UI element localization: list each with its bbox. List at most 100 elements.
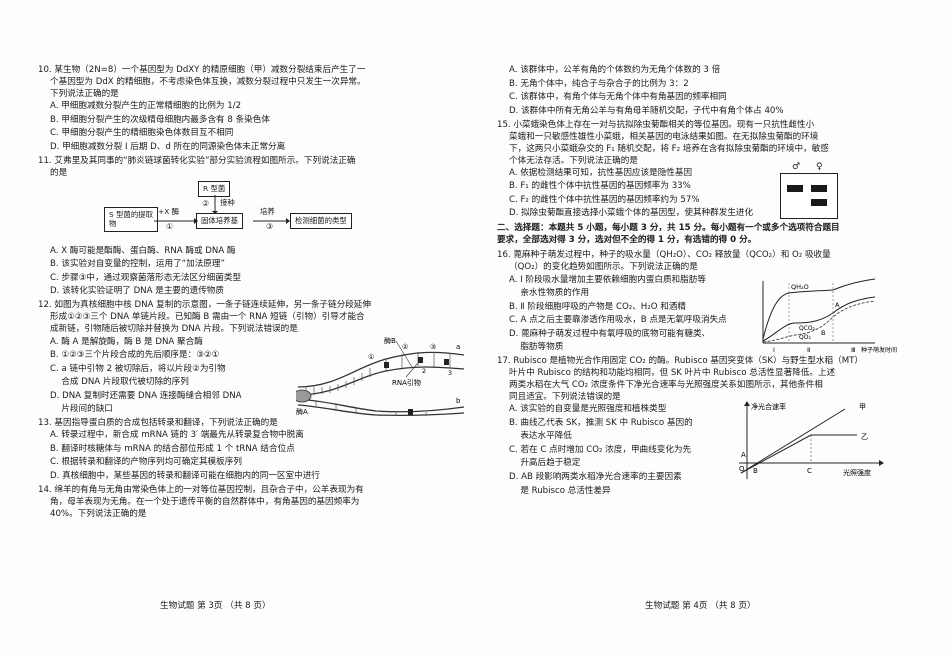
q14-line: 14. 绵羊的有角与无角由常染色体上的一对等位基因控制，且杂合子中，公羊表现为有 bbox=[38, 484, 364, 495]
q15-line: 个体无法存活。下列说法正确的是 bbox=[509, 155, 638, 166]
primer-3-label: 3 bbox=[448, 369, 452, 377]
point-b-label: B bbox=[753, 467, 758, 475]
question-17: 17. Rubisco 是植物光合作用固定 CO₂ 的酶。Rubisco 基因突… bbox=[497, 355, 917, 496]
enzyme-a-label: 酶A bbox=[296, 407, 308, 416]
section-2-line: 二、选择题：本题共 5 小题，每小题 3 分，共 15 分。每小题有一个或多个选… bbox=[497, 223, 840, 234]
strand-b-label: b bbox=[456, 397, 461, 405]
q17-option-d: D. AB 段影响两类水稻净光合速率的主要因素 bbox=[509, 471, 682, 482]
flow-arrows bbox=[154, 194, 290, 224]
fragment-1-label: ① bbox=[368, 353, 374, 361]
gel-band bbox=[787, 184, 803, 192]
q14-option-d: D. 该群体中所有无角公羊与有角母羊随机交配，子代中有角个体占 40% bbox=[509, 105, 784, 116]
q15-line: 菜蛾和一只敏感性雄性小菜蛾，相关基因的电泳结果如图。在无拟除虫菊酯的环境 bbox=[509, 131, 819, 142]
left-footer: 生物试题 第 3页 （共 8 页） bbox=[160, 601, 271, 611]
q10-line: 10. 某生物（2N=8）一个基因型为 DdXY 的精原细胞（甲）减数分裂结束后… bbox=[38, 65, 366, 75]
q12-option-a: A. 酶 A 是解旋酶，酶 B 是 DNA 聚合酶 bbox=[50, 336, 203, 347]
q12-option-d: D. DNA 复制时还需要 DNA 连接酶缝合相邻 DNA bbox=[50, 390, 242, 401]
q12-line: 12. 如图为真核细胞中核 DNA 复制的示意图，一条子链连续延伸，另一条子链分… bbox=[38, 300, 371, 311]
origin-label: O bbox=[739, 465, 745, 473]
left-column: 10. 某生物（2N=8）一个基因型为 DdXY 的精原细胞（甲）减数分裂结束后… bbox=[38, 64, 478, 522]
electrophoresis-gel: ♂ ♀ bbox=[780, 162, 838, 219]
q13-option-d: D. 真核细胞中，某些基因的转录和翻译可能在细胞内的同一区室中进行 bbox=[50, 470, 320, 481]
section-2-header: 二、选择题：本题共 5 小题，每小题 3 分，共 15 分。每小题有一个或多个选… bbox=[497, 222, 917, 246]
question-10: 10. 某生物（2N=8）一个基因型为 DdXY 的精原细胞（甲）减数分裂结束后… bbox=[38, 64, 478, 153]
q16-option-b: B. Ⅱ 阶段细胞呼吸的产物是 CO₂、H₂O 和酒精 bbox=[509, 301, 686, 312]
curve-jia-label: 甲 bbox=[859, 403, 866, 411]
q15-option-c: C. F₂ 的雌性个体中抗性基因的基因频率约为 57% bbox=[509, 194, 700, 205]
stage-3-label: Ⅲ bbox=[851, 346, 855, 354]
q12-line: 成新链，引物随后被切除并替换为 DNA 片段。下列说法错误的是 bbox=[50, 324, 298, 335]
female-symbol: ♀ bbox=[816, 161, 823, 172]
q10-option-c: C. 甲细胞分裂产生的精细胞染色体数目互不相同 bbox=[50, 128, 234, 139]
point-a-label: A bbox=[835, 301, 840, 309]
dna-replication-figure: 酶B RNA引物 酶A a b ① ② ③ 2 3 bbox=[296, 337, 465, 417]
q11-flow-diagram: R 型菌 ② 接种 S 型菌的提取物 +X 酶 ① 固体培养基 培养 ③ 检测细… bbox=[38, 180, 478, 243]
detect-type-box: 检测细菌的类型 bbox=[290, 212, 352, 230]
q13-option-a: A. 转录过程中，新合成 mRNA 链的 3′ 端最先从转录复合物中脱离 bbox=[50, 430, 304, 441]
photosynthesis-graph: 净光合速率 光照强度 甲 乙 O A B C bbox=[739, 401, 884, 480]
q17-option-c-cont: 升高后趋于稳定 bbox=[509, 458, 581, 469]
q17-option-a: A. 该实验的自变量是光照强度和植株类型 bbox=[509, 404, 667, 415]
q11-line: 11. 艾弗里及其同事的“肺炎链球菌转化实验”部分实验流程如图所示。下列说法正确 bbox=[38, 155, 356, 166]
qo2-label: QO₂ bbox=[799, 334, 811, 341]
q16-option-a: A. Ⅰ 阶段吸水量增加主要依赖细胞内蛋白质和脂肪等 bbox=[509, 274, 706, 285]
q10-line: 个基因型为 DdX 的精细胞，不考虑染色体互换，减数分裂过程中只发生一次异常。 bbox=[50, 77, 366, 88]
q14-line: 40%。下列说法正确的是 bbox=[50, 508, 147, 519]
q10-line: 下列说法正确的是 bbox=[50, 89, 119, 100]
rna-primer-label: RNA引物 bbox=[392, 378, 421, 387]
point-a-label: A bbox=[741, 451, 746, 459]
step-2-label: ② bbox=[202, 198, 210, 208]
q17-option-d-cont: 是 Rubisco 总活性差异 bbox=[509, 485, 611, 496]
question-15: 15. 小菜蛾染色体上存在一对与抗拟除虫菊酯相关的等位基因。现有一只抗性雌性小 … bbox=[497, 119, 917, 220]
q11-option-b: B. 该实验对自变量的控制，运用了“加法原理” bbox=[50, 259, 225, 270]
q15-option-b: B. F₁ 的雌性个体中抗性基因的基因频率为 33% bbox=[509, 181, 691, 192]
q17-line: 叶片中 Rubisco 的结构和功能均相同，但 SK 叶片中 Rubisco 总… bbox=[509, 368, 836, 379]
q17-option-b: B. 曲线乙代表 SK，推测 SK 中 Rubisco 基因的 bbox=[509, 417, 693, 428]
q16-option-c: C. A 点之后主要靠渗透作用吸水，B 点是无氧呼吸消失点 bbox=[509, 315, 727, 326]
q16-line: （QO₂）的变化趋势如图所示。下列说法正确的是 bbox=[509, 262, 698, 273]
q13-option-b: B. 翻译时核糖体与 mRNA 的结合部位形成 1 个 tRNA 结合位点 bbox=[50, 443, 295, 454]
gel-band bbox=[811, 198, 827, 206]
qco2-label: QCO₂ bbox=[799, 325, 816, 332]
q16-option-d: D. 蓖麻种子萌发过程中有氧呼吸的底物可能有糖类、 bbox=[509, 328, 711, 339]
q14-option-c: C. 该群体中，有角个体与无角个体中有角基因的频率相同 bbox=[509, 92, 727, 103]
inoculate-label: 接种 bbox=[220, 197, 235, 207]
q12-option-c-cont: 合成 DNA 片段取代被切除的序列 bbox=[50, 377, 189, 388]
q14-option-b: B. 无角个体中，纯合子与杂合子的比例为 3：2 bbox=[509, 78, 689, 89]
qh2o-label: QH₂O bbox=[791, 283, 809, 291]
curve-yi-label: 乙 bbox=[861, 433, 868, 441]
q12-option-c: C. a 链中引物 2 被切除后，将以片段②为引物 bbox=[50, 363, 226, 374]
q17-option-b-cont: 表达水平降低 bbox=[509, 431, 572, 442]
stage-1-label: Ⅰ bbox=[773, 346, 775, 354]
q15-line: 15. 小菜蛾染色体上存在一对与抗拟除虫菊酯相关的等位基因。现有一只抗性雌性小 bbox=[497, 119, 815, 130]
question-16: 16. 蓖麻种子萌发过程中，种子的吸水量（QH₂O）、CO₂ 释放量（QCO₂）… bbox=[497, 249, 917, 354]
q12-option-b: B. ①②③三个片段合成的先后顺序是：③②① bbox=[50, 350, 220, 361]
question-14: 14. 绵羊的有角与无角由常染色体上的一对等位基因控制，且杂合子中，公羊表现为有… bbox=[38, 484, 478, 520]
q17-line: 两类水稻在大气 CO₂ 浓度条件下净光合速率与光照强度关系如图所示，其他条件相 bbox=[509, 380, 823, 391]
fragment-2-label: ② bbox=[402, 343, 408, 351]
s-extract-box: S 型菌的提取物 bbox=[104, 206, 158, 233]
step-1-label: ① bbox=[166, 221, 174, 231]
male-symbol: ♂ bbox=[792, 161, 801, 172]
x-axis-label: 光照强度 bbox=[843, 468, 871, 477]
point-c-label: C bbox=[807, 467, 812, 475]
primer-2-label: 2 bbox=[422, 367, 426, 375]
stage-2-label: Ⅱ bbox=[807, 346, 810, 354]
y-axis-label: 净光合速率 bbox=[751, 402, 786, 411]
q14-option-a: A. 该群体中，公羊有角的个体数约为无角个体数的 3 倍 bbox=[509, 65, 721, 75]
x-enzyme-label: +X 酶 bbox=[158, 206, 179, 216]
q11-option-d: D. 该转化实验证明了 DNA 是主要的遗传物质 bbox=[50, 286, 224, 297]
q17-line: 17. Rubisco 是植物光合作用固定 CO₂ 的酶。Rubisco 基因突… bbox=[497, 356, 863, 367]
q15-line: 下，这两只小菜蛾杂交的 F₁ 随机交配，将 F₂ 培养在含有拟除虫菊酯的环境中，… bbox=[509, 143, 829, 154]
q12-line: 形成①②③三个 DNA 单链片段。已知酶 B 需由一个 RNA 短链（引物）引导… bbox=[50, 312, 365, 323]
r-bacteria-box: R 型菌 bbox=[198, 180, 231, 198]
q17-line: 同且适宜。下列说法错误的是 bbox=[509, 392, 621, 403]
q11-line: 的是 bbox=[50, 167, 68, 178]
q16-option-a-cont: 亲水性物质的作用 bbox=[509, 288, 590, 299]
q13-option-c: C. 根据转录和翻译的产物序列均可确定其模板序列 bbox=[50, 457, 242, 468]
question-13: 13. 基因指导蛋白质的合成包括转录和翻译，下列说法正确的是 A. 转录过程中，… bbox=[38, 417, 478, 482]
fragment-3-label: ③ bbox=[430, 343, 436, 351]
strand-a-label: a bbox=[456, 343, 460, 351]
germination-graph: QH₂O A QCO₂ QO₂ B Ⅰ Ⅱ Ⅲ 种子萌发时间 bbox=[762, 278, 897, 354]
